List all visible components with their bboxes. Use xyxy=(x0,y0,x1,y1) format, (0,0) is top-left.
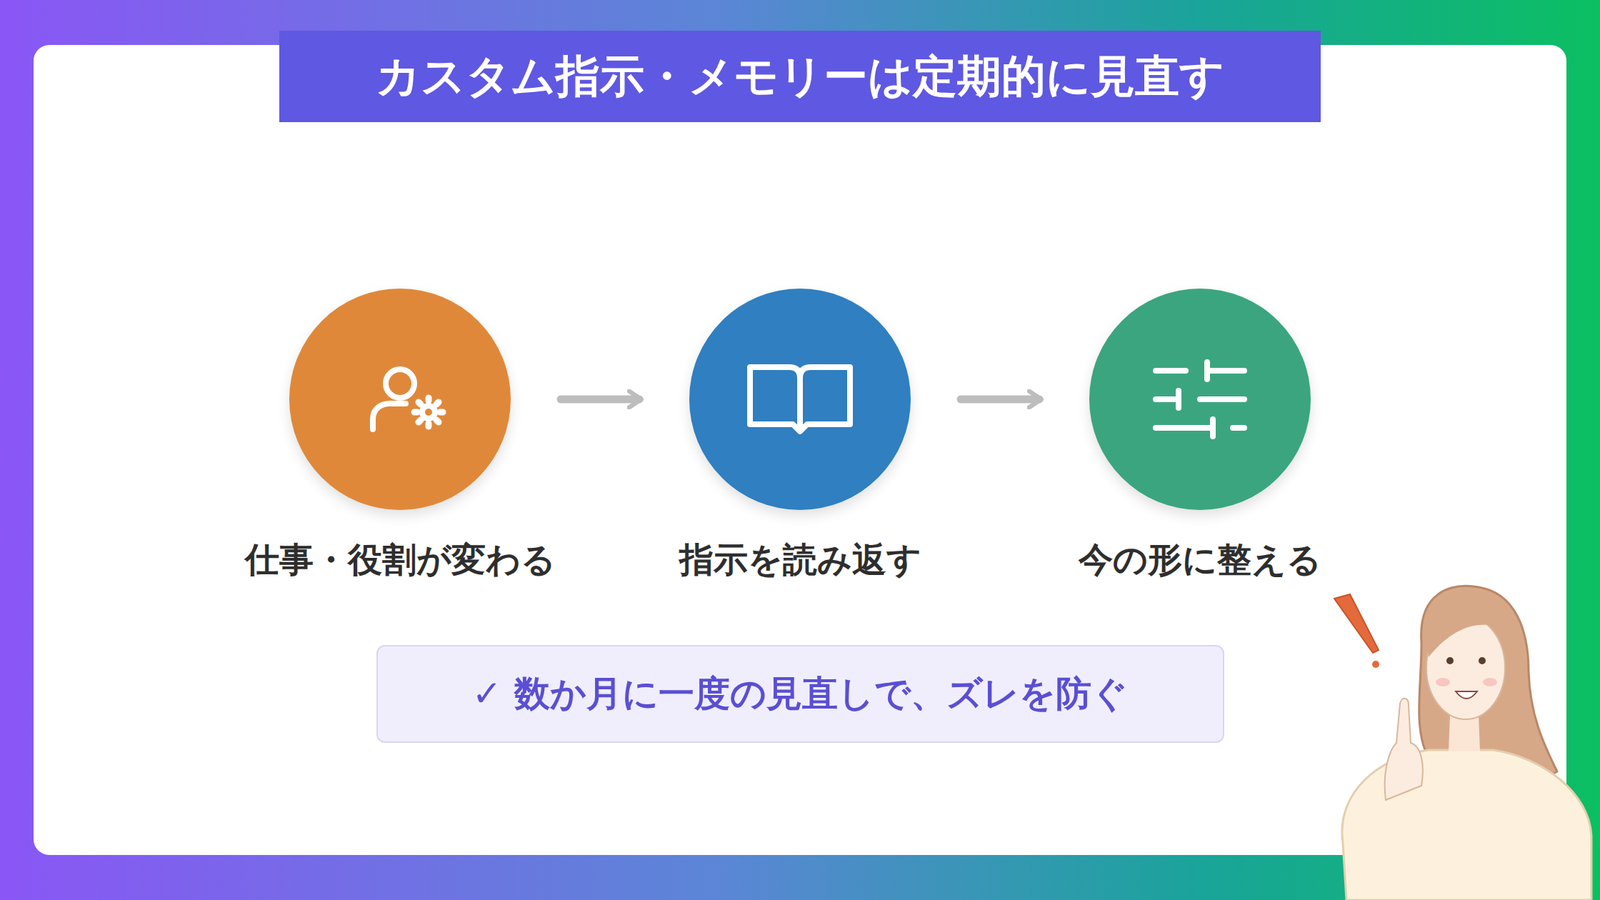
step-icon xyxy=(289,288,511,510)
step-circle xyxy=(1089,288,1311,510)
step-label: 仕事・役割が変わる xyxy=(245,537,556,583)
cheek xyxy=(1482,677,1498,687)
note-box: ✓ 数か月に一度の見直しで、ズレを防ぐ xyxy=(376,645,1225,743)
eye xyxy=(1478,657,1486,665)
mouth xyxy=(1455,691,1478,699)
step-circle xyxy=(689,288,911,510)
cheek xyxy=(1435,677,1450,687)
step-label: 今の形に整える xyxy=(1078,537,1322,583)
title-text: カスタム指示・メモリーは定期的に見直す xyxy=(375,46,1225,107)
title-bar: カスタム指示・メモリーは定期的に見直す xyxy=(279,30,1321,123)
flow-arrow xyxy=(560,395,640,404)
step-node: 指示を読み返す xyxy=(617,288,983,583)
step-circle xyxy=(289,288,511,510)
hand xyxy=(1385,698,1423,800)
step-label: 指示を読み返す xyxy=(679,537,922,583)
fringe xyxy=(1427,615,1500,658)
note-text: ✓ 数か月に一度の見直しで、ズレを防ぐ xyxy=(472,670,1128,718)
sweater xyxy=(1342,750,1592,900)
step-node: 今の形に整える xyxy=(1017,288,1383,583)
exclamation-dot xyxy=(1372,660,1380,668)
woman-illustration xyxy=(1334,585,1592,900)
step-icon xyxy=(1089,288,1311,510)
eye xyxy=(1446,657,1454,665)
step-icon xyxy=(689,288,911,510)
step-node: 仕事・役割が変わる xyxy=(217,288,583,583)
flow-arrow xyxy=(960,395,1040,404)
exclamation-stroke xyxy=(1334,594,1379,653)
